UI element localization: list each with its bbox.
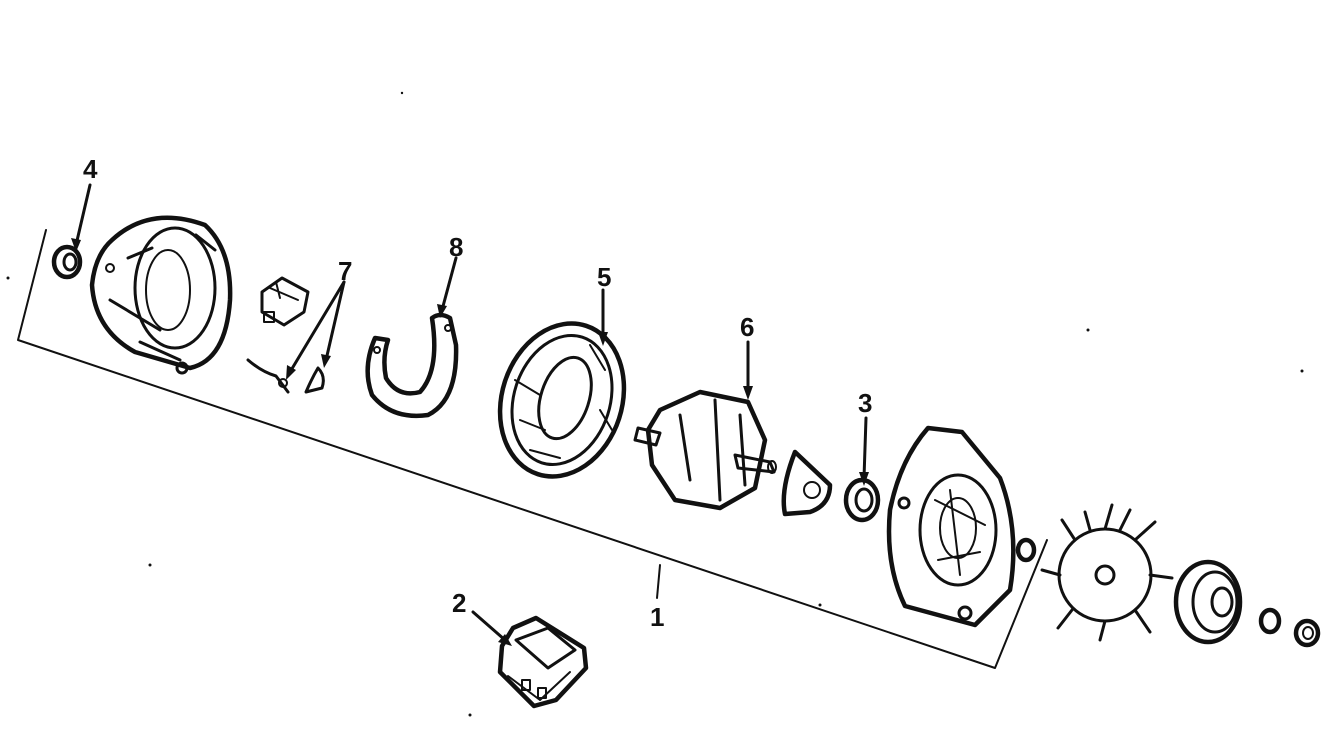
callout-6: 6 bbox=[740, 312, 754, 342]
leader-arrows bbox=[71, 183, 869, 646]
pulley-nut-part bbox=[1293, 618, 1321, 648]
rotor-part bbox=[633, 389, 777, 511]
callout-5: 5 bbox=[597, 262, 611, 292]
pulley-part bbox=[1173, 559, 1243, 645]
assembly-bracket bbox=[17, 229, 1048, 669]
callout-4: 4 bbox=[83, 154, 98, 184]
bearing-part bbox=[843, 477, 881, 523]
callout-1: 1 bbox=[650, 602, 664, 632]
brush-holder-part bbox=[260, 276, 310, 327]
callout-7: 7 bbox=[338, 256, 352, 286]
rear-housing-part bbox=[89, 215, 233, 375]
heat-sink-bracket-part bbox=[365, 312, 459, 418]
retainer-plate-part bbox=[781, 449, 833, 517]
fan-part bbox=[1040, 503, 1174, 642]
brush-springs-part bbox=[246, 358, 325, 394]
scan-dots bbox=[6, 91, 1304, 717]
bushing-part bbox=[51, 244, 83, 280]
front-housing-part bbox=[886, 425, 1016, 628]
washer-part bbox=[1258, 607, 1282, 635]
callout-2: 2 bbox=[452, 588, 466, 618]
voltage-regulator-part bbox=[497, 615, 589, 709]
callout-8: 8 bbox=[449, 232, 463, 262]
spacer-part bbox=[1015, 537, 1037, 563]
stator-part bbox=[497, 321, 627, 479]
callout-3: 3 bbox=[858, 388, 872, 418]
